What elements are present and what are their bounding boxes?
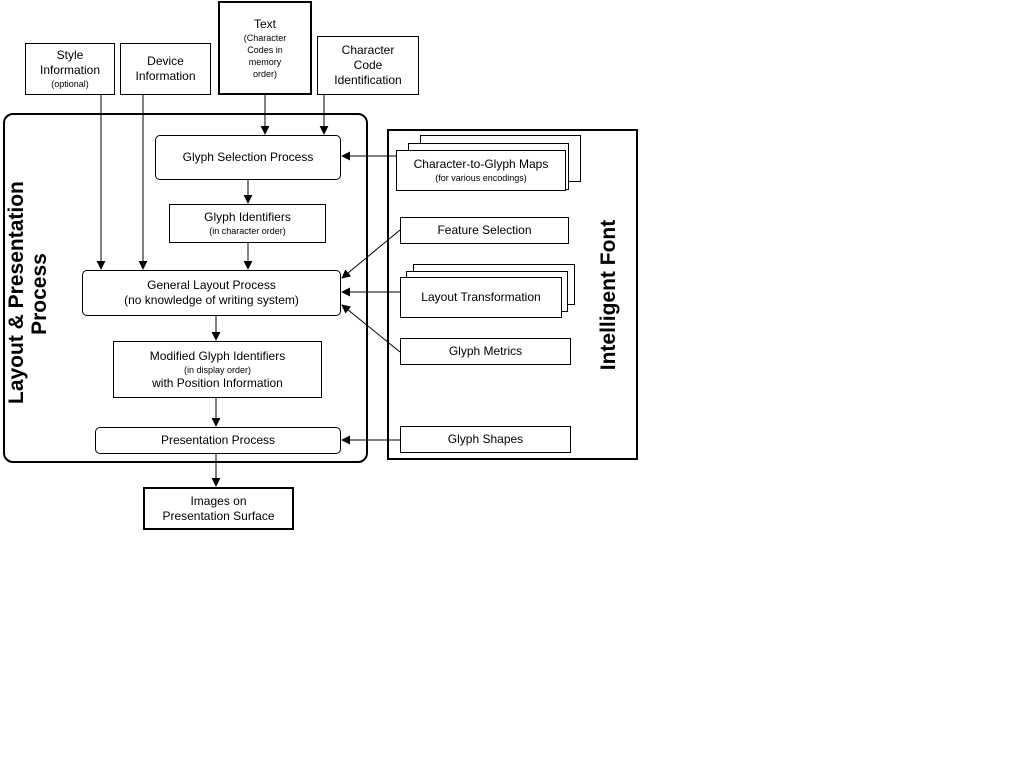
style-information-box: Style Information (optional) xyxy=(25,43,115,95)
intelligent-font-region xyxy=(387,129,638,460)
feature-selection-box: Feature Selection xyxy=(400,217,569,244)
layout-transformation-box: Layout Transformation xyxy=(400,277,562,318)
presentation-process-box: Presentation Process xyxy=(95,427,341,454)
images-on-presentation-surface-box: Images on Presentation Surface xyxy=(143,487,294,530)
layout-presentation-region xyxy=(3,113,368,463)
device-information-box: Device Information xyxy=(120,43,211,95)
intelligent-font-title: Intelligent Font xyxy=(597,219,620,371)
glyph-selection-process-box: Glyph Selection Process xyxy=(155,135,341,180)
character-code-identification-box: Character Code Identification xyxy=(317,36,419,95)
glyph-identifiers-box: Glyph Identifiers (in character order) xyxy=(169,204,326,243)
modified-glyph-identifiers-box: Modified Glyph Identifiers (in display o… xyxy=(113,341,322,398)
glyph-shapes-box: Glyph Shapes xyxy=(400,426,571,453)
layout-presentation-title: Layout & Presentation Process xyxy=(5,181,51,404)
text-input-box: Text (Character Codes in memory order) xyxy=(218,1,312,95)
general-layout-process-box: General Layout Process (no knowledge of … xyxy=(82,270,341,316)
glyph-metrics-box: Glyph Metrics xyxy=(400,338,571,365)
char-to-glyph-maps-box: Character-to-Glyph Maps (for various enc… xyxy=(396,150,566,191)
